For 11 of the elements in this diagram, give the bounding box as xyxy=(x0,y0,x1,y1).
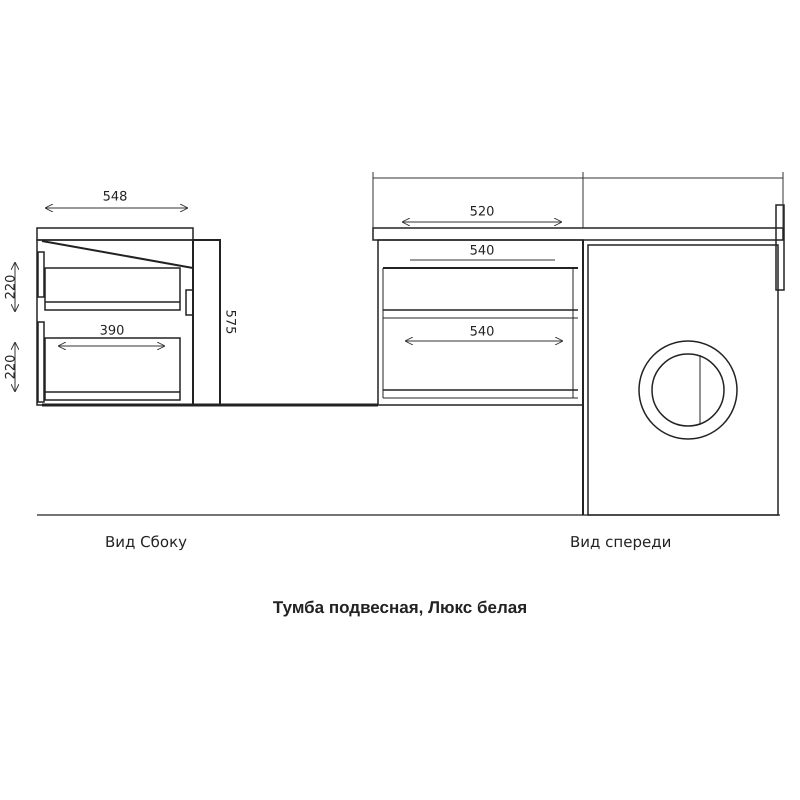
dimension-label: 548 xyxy=(102,190,128,204)
dimension-label: 220 xyxy=(4,274,18,300)
dimension-label: 390 xyxy=(100,324,124,338)
caption: Тумба подвесная, Люкс белая xyxy=(272,598,528,618)
dimension-label: 220 xyxy=(4,354,18,380)
dimension-label: 540 xyxy=(470,244,494,258)
view-label: Вид спереди xyxy=(570,535,672,550)
dimension-label: 540 xyxy=(470,326,494,338)
dimension-label: 520 xyxy=(470,206,494,218)
dimension-label: 575 xyxy=(224,310,236,334)
view-label: Вид Сбоку xyxy=(105,535,188,550)
